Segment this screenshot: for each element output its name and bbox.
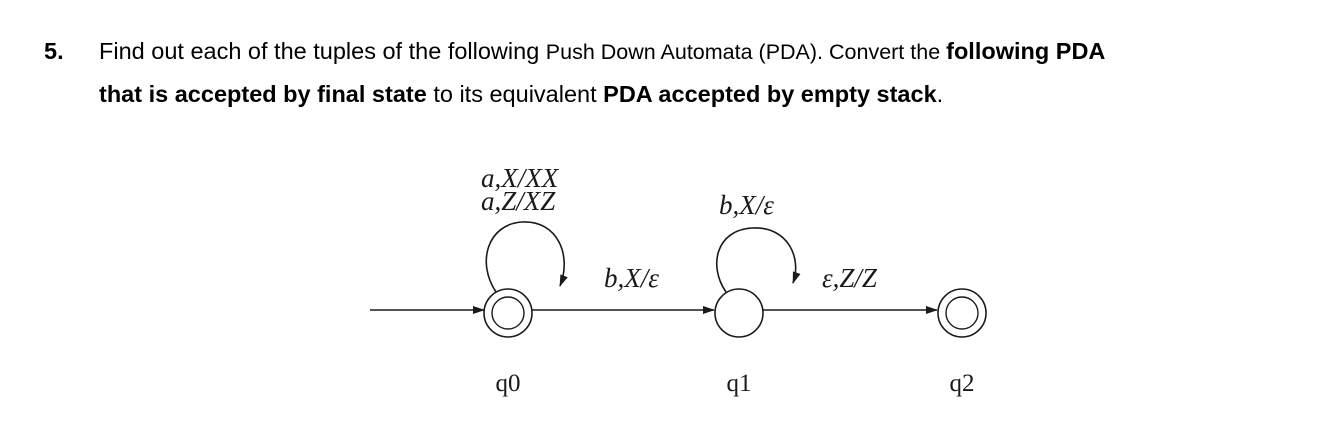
- state-q1: [714, 288, 764, 338]
- loop-label-q0-2: a,Z/XZ: [481, 186, 556, 216]
- question-emphasis: following PDA: [946, 38, 1106, 64]
- question-emphasis: that is accepted by final state: [99, 81, 427, 107]
- question-text-part: Push Down Automata (PDA). Convert the: [545, 40, 947, 64]
- transition-label-q1-q2: ε,Z/Z: [822, 263, 878, 293]
- question-text-part: to its equivalent: [426, 81, 604, 107]
- transition-label-q0-q1: b,X/ε: [604, 263, 659, 293]
- state-name-q2: q2: [950, 370, 975, 397]
- state-q0: [483, 288, 533, 338]
- question-emphasis: PDA accepted by empty stack: [603, 81, 937, 107]
- state-q2: [937, 288, 987, 338]
- state-name-q1: q1: [727, 370, 752, 397]
- question-number: 5.: [44, 38, 64, 64]
- self-loop-q0: [485, 221, 568, 293]
- question-text-part: .: [936, 81, 944, 107]
- self-loop-q1: [715, 227, 801, 293]
- question-text-part: Find out each of the tuples of the follo…: [99, 38, 546, 64]
- question-text: 5. Find out each of the tuples of the fol…: [44, 30, 1334, 115]
- loop-label-q1: b,X/ε: [719, 190, 774, 220]
- question-line-1: 5. Find out each of the tuples of the fol…: [44, 30, 1334, 73]
- state-name-q0: q0: [496, 370, 521, 397]
- loop-label-q0-1: a,X/XX: [481, 163, 560, 193]
- question-line-2: that is accepted by final state to its e…: [44, 73, 1334, 115]
